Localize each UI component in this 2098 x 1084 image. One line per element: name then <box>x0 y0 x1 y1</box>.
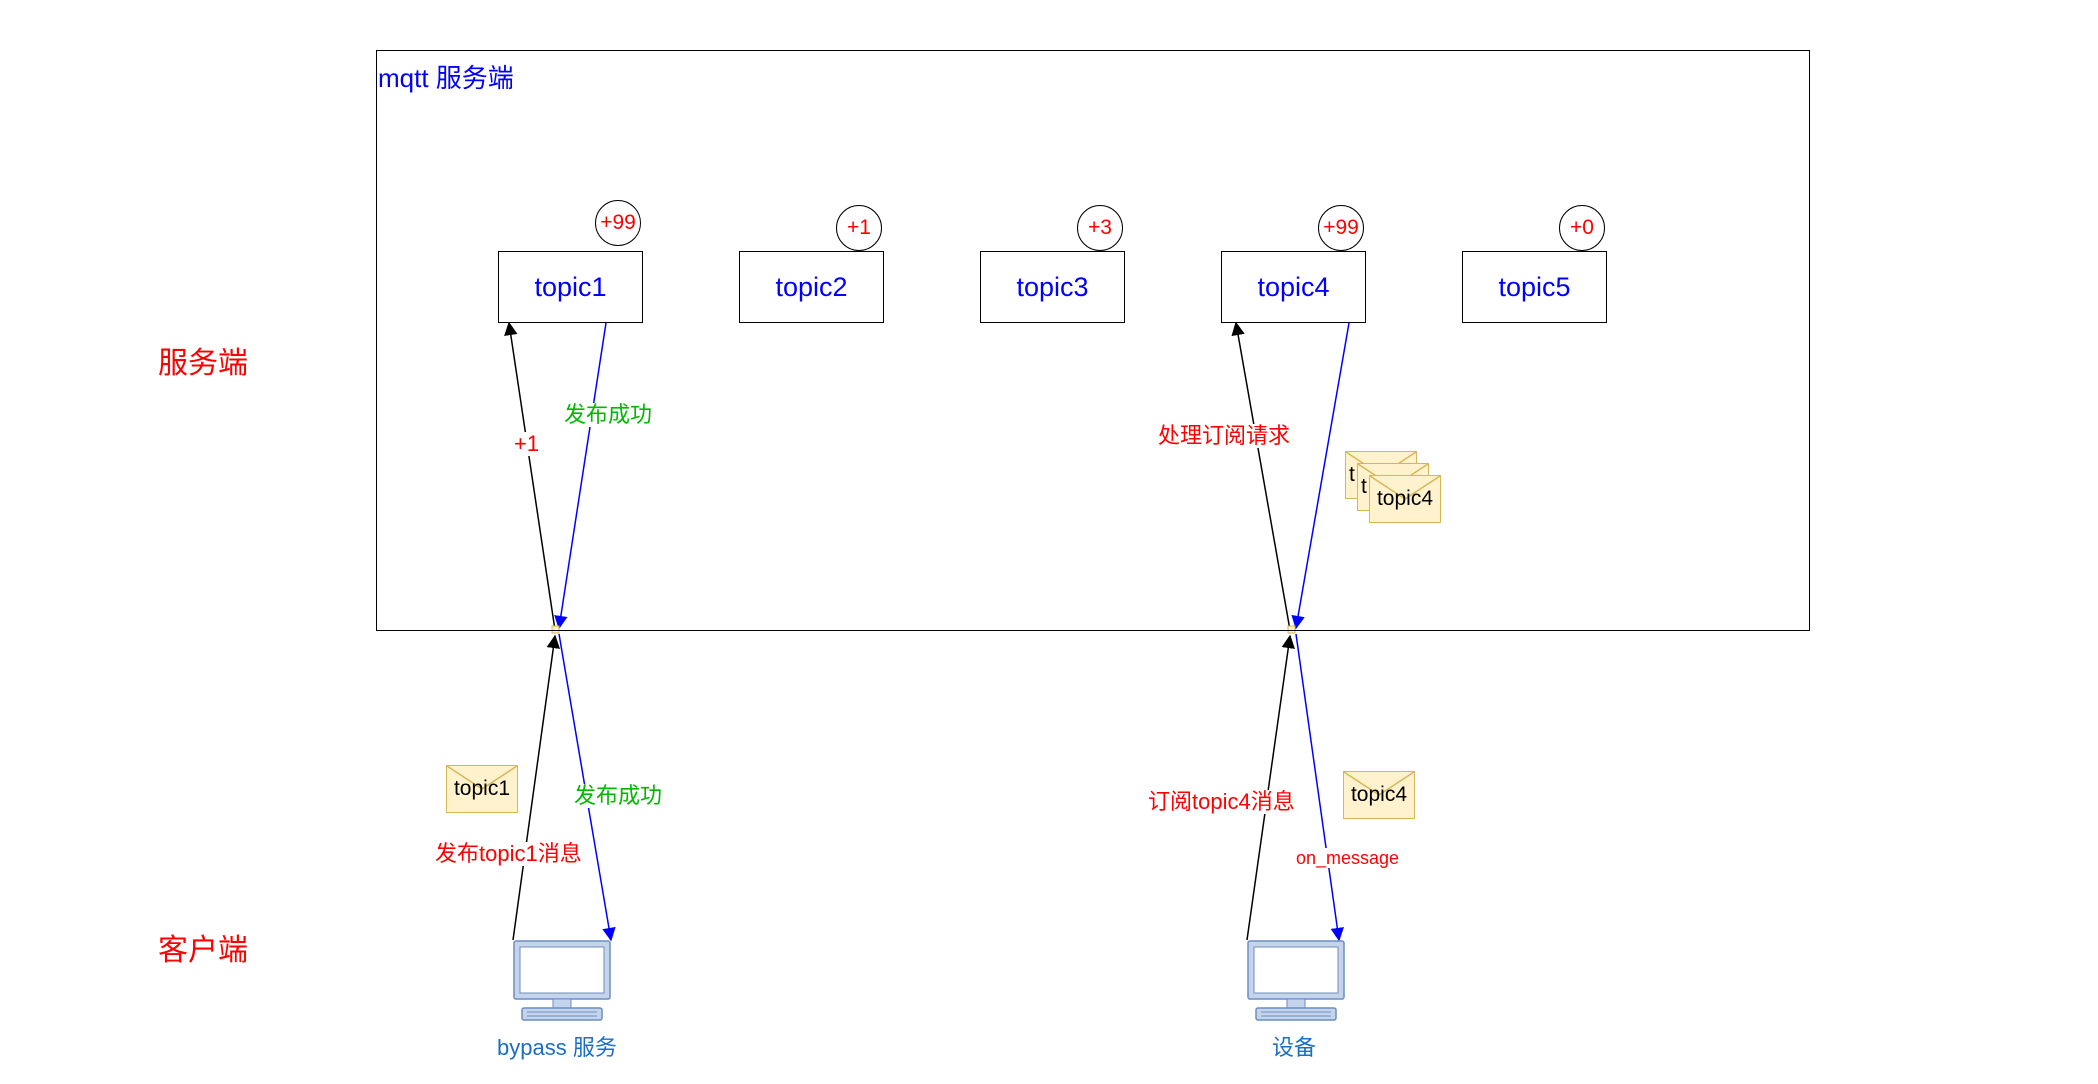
topic-box-4[interactable]: topic4 <box>1221 251 1366 323</box>
envelope-label: topic4 <box>1350 783 1408 806</box>
publish-forward-arrow <box>504 321 556 631</box>
server-layer-label: 服务端 <box>158 347 248 380</box>
subscribe-message-envelope: topic4 <box>1343 771 1415 819</box>
topic-5-count-badge: +0 <box>1559 205 1605 251</box>
publish-success-client-label: 发布成功 <box>572 783 665 808</box>
client-layer-label: 客户端 <box>158 934 248 967</box>
topic-3-count-badge: +3 <box>1077 205 1123 251</box>
queued-message-envelope-3: topic4 <box>1369 475 1441 523</box>
subscribe-delivery-client-arrow <box>1295 633 1344 942</box>
publish-request-arrow <box>512 634 561 941</box>
envelope-icon <box>1344 772 1414 796</box>
topic-box-2[interactable]: topic2 <box>739 251 884 323</box>
device-client[interactable] <box>1247 940 1345 1022</box>
bypass-service-label: bypass 服务 <box>497 1035 617 1060</box>
envelope-label: t <box>1361 475 1367 498</box>
subscribe-handle-label: 处理订阅请求 <box>1156 423 1293 448</box>
topic-box-5[interactable]: topic5 <box>1462 251 1607 323</box>
envelope-label: topic4 <box>1376 487 1434 510</box>
publish-ack-server-arrow <box>554 322 607 630</box>
publish-junction-point <box>551 625 560 634</box>
mqtt-server-container <box>376 50 1810 631</box>
topic-1-count-badge: +99 <box>595 200 641 246</box>
mqtt-server-title: mqtt 服务端 <box>378 63 514 93</box>
subscribe-delivery-server-arrow <box>1291 322 1350 630</box>
bypass-service-client[interactable] <box>513 940 611 1022</box>
envelope-icon <box>1370 476 1440 500</box>
subscribe-junction-point <box>1287 625 1296 634</box>
computer-icon <box>1247 940 1345 1021</box>
subscribe-request-arrow <box>1246 634 1295 941</box>
publish-request-label: 发布topic1消息 <box>433 841 584 866</box>
envelope-label: t <box>1349 463 1355 486</box>
publish-increment-label: +1 <box>512 431 542 456</box>
device-label: 设备 <box>1272 1035 1317 1060</box>
envelope-icon <box>447 766 517 790</box>
publish-message-envelope: topic1 <box>446 765 518 813</box>
subscribe-forward-arrow <box>1231 321 1291 631</box>
topic-box-3[interactable]: topic3 <box>980 251 1125 323</box>
subscribe-request-label: 订阅topic4消息 <box>1146 789 1297 814</box>
topic-2-count-badge: +1 <box>836 205 882 251</box>
envelope-label: topic1 <box>453 777 511 800</box>
publish-success-server-label: 发布成功 <box>562 402 655 427</box>
on-message-label: on_message <box>1294 848 1402 868</box>
topic-box-1[interactable]: topic1 <box>498 251 643 323</box>
computer-icon <box>513 940 611 1021</box>
topic-4-count-badge: +99 <box>1318 205 1364 251</box>
